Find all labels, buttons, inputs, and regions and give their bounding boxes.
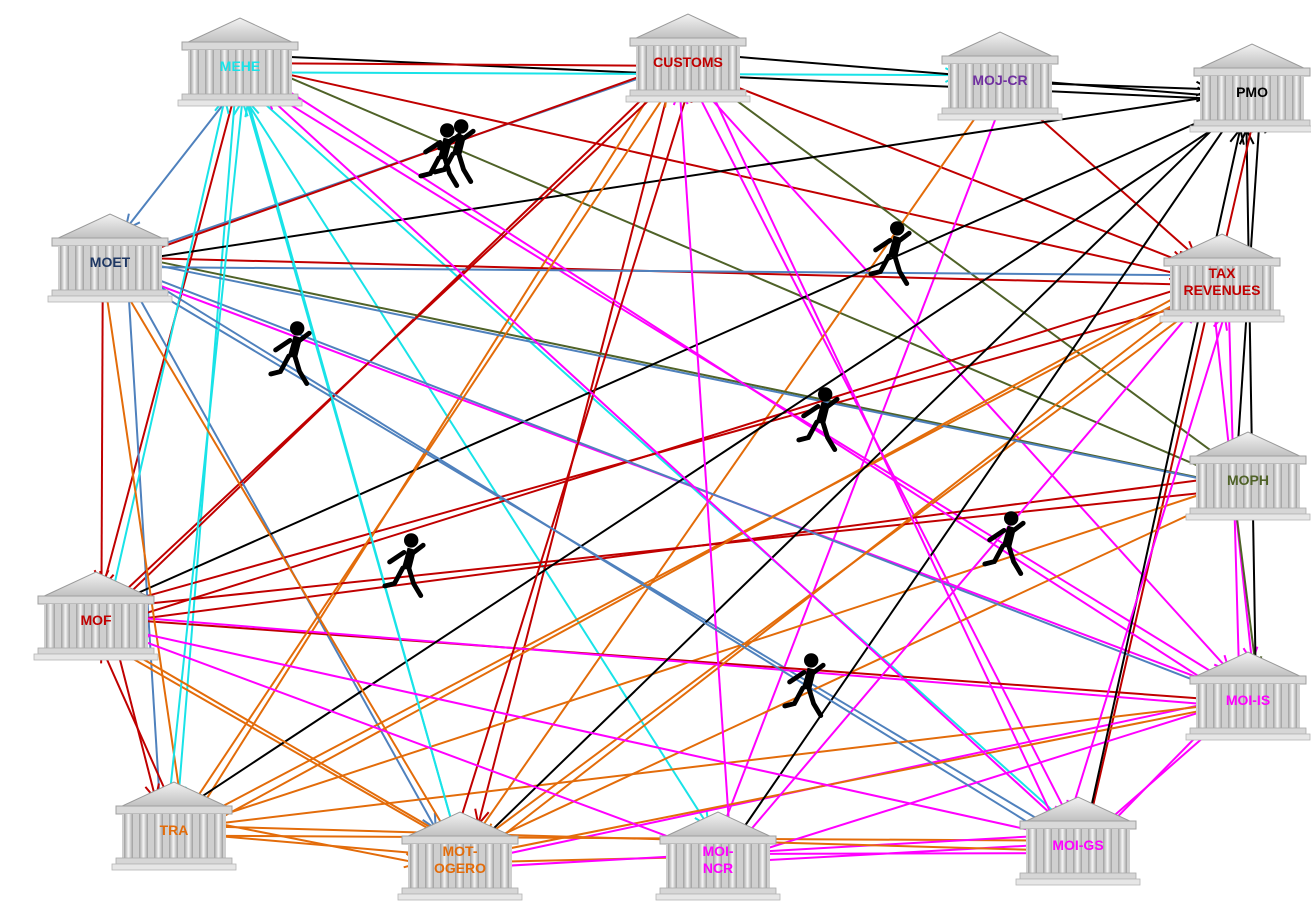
- node-label: MOI-IS: [1226, 692, 1270, 708]
- building-icon: [47, 213, 173, 303]
- edge-mot-ogero-to-pmo: [464, 102, 1240, 857]
- node-label: MOJ-CR: [972, 72, 1027, 88]
- node-tra[interactable]: TRA: [111, 781, 237, 871]
- node-label: TRA: [160, 822, 189, 838]
- node-label: MOPH: [1227, 472, 1269, 488]
- node-moj-cr[interactable]: MOJ-CR: [937, 31, 1063, 121]
- edge-tra-to-mehe: [168, 98, 249, 802]
- runner-figure-icon: [385, 533, 423, 595]
- building-icon: [655, 811, 781, 901]
- node-label: PMO: [1236, 84, 1268, 100]
- edge-customs-to-moi-is: [700, 87, 1231, 673]
- node-moi-ncr[interactable]: MOI-NCR: [655, 811, 781, 901]
- building-icon: [1189, 43, 1311, 133]
- building-icon: [111, 781, 237, 871]
- node-label: MOET: [90, 254, 131, 270]
- node-label: MOT-OGERO: [434, 843, 486, 876]
- edge-moi-is-to-mehe: [271, 80, 1219, 690]
- node-mot-ogero[interactable]: MOT-OGERO: [397, 811, 523, 901]
- building-icon: [937, 31, 1063, 121]
- edge-moj-cr-to-moi-ncr: [717, 96, 1006, 838]
- building-icon: [625, 13, 751, 103]
- edge-moi-gs-to-customs: [706, 81, 1061, 833]
- edge-moj-cr-to-mot-ogero: [469, 87, 998, 846]
- node-label: MOF: [80, 612, 112, 628]
- runner-figure-icon: [785, 653, 823, 715]
- node-moi-is[interactable]: MOI-IS: [1185, 651, 1311, 741]
- edge-moi-ncr-to-moi-is: [722, 699, 1234, 864]
- node-label: MOI-GS: [1052, 837, 1103, 853]
- node-customs[interactable]: CUSTOMS: [625, 13, 751, 103]
- building-icon: [1185, 651, 1311, 741]
- edge-mehe-to-moj-cr: [275, 67, 963, 83]
- node-mehe[interactable]: MEHE: [177, 17, 303, 107]
- edge-moet-to-moi-is: [119, 269, 1230, 692]
- building-icon: [1015, 796, 1141, 886]
- edge-tra-to-pmo: [177, 111, 1240, 814]
- building-icon: [33, 571, 159, 661]
- edge-moi-ncr-to-pmo: [726, 107, 1239, 853]
- building-icon: [177, 17, 303, 107]
- node-moph[interactable]: MOPH: [1185, 431, 1311, 521]
- edge-moi-gs-to-moet: [142, 275, 1048, 836]
- node-moet[interactable]: MOET: [47, 213, 173, 303]
- node-pmo[interactable]: PMO: [1189, 43, 1311, 133]
- node-label: CUSTOMS: [653, 54, 723, 70]
- edge-mehe-to-moet: [124, 94, 232, 232]
- node-label: MEHE: [220, 58, 260, 74]
- node-mof[interactable]: MOF: [33, 571, 159, 661]
- edge-mof-to-pmo: [116, 109, 1227, 604]
- edge-moph-to-tra: [197, 483, 1232, 826]
- edge-mot-ogero-to-tax: [483, 295, 1196, 852]
- edge-moet-to-mof: [93, 291, 110, 587]
- building-icon: [397, 811, 523, 901]
- node-label: MOI-NCR: [702, 843, 733, 876]
- edge-mof-to-moph: [105, 483, 1230, 610]
- building-icon: [1185, 431, 1311, 521]
- edge-tra-to-tax: [195, 286, 1196, 833]
- edge-moi-gs-to-mehe: [264, 93, 1057, 820]
- edge-moi-ncr-to-tax: [741, 306, 1197, 840]
- node-moi-gs[interactable]: MOI-GS: [1015, 796, 1141, 886]
- edges-layer: [93, 54, 1267, 875]
- building-icon: [1159, 233, 1285, 323]
